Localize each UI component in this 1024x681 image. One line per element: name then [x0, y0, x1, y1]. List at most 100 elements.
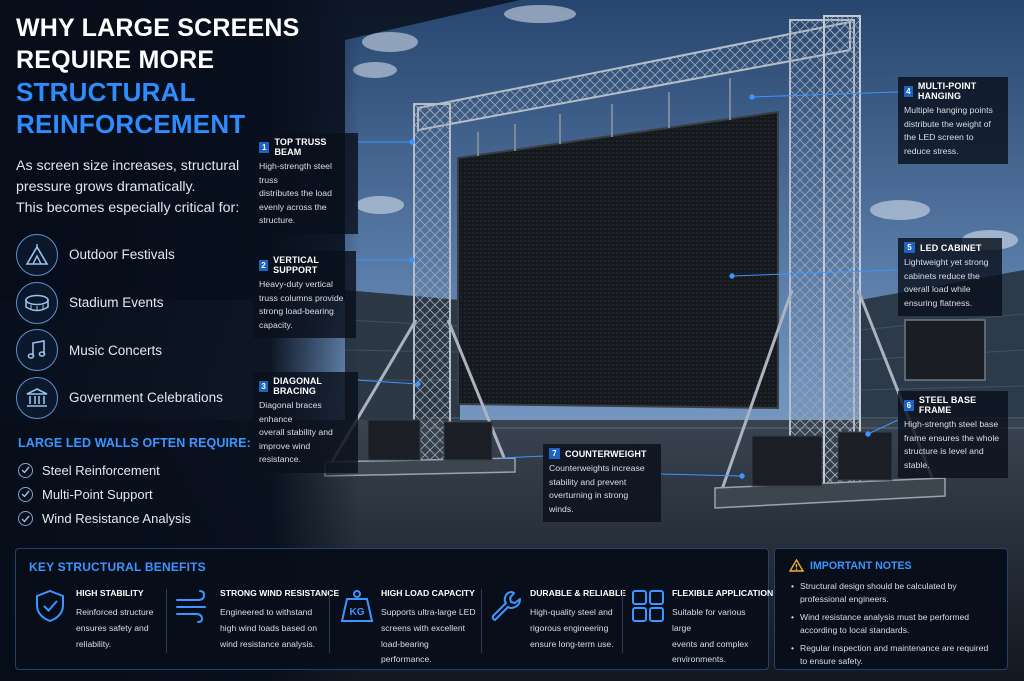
divider [481, 589, 482, 653]
benefit-item: HIGH STABILITY Reinforced structure ensu… [32, 585, 168, 659]
notes-list: Structural design should be calculated b… [791, 580, 1003, 673]
callout-number: 3 [259, 380, 269, 392]
benefit-item: FLEXIBLE APPLICATION Suitable for variou… [630, 585, 773, 664]
callout-title: VERTICAL SUPPORT [273, 255, 319, 275]
benefit-item: KG HIGH LOAD CAPACITY Supports ultra-lar… [339, 585, 479, 664]
callout-title: COUNTERWEIGHT [565, 448, 647, 459]
page-title: WHY LARGE SCREENS REQUIRE MORE STRUCTURA… [16, 12, 346, 140]
callout-text: structure. [259, 215, 296, 226]
checkmark-icon [18, 486, 33, 502]
note-line: Regular inspection and maintenance are r… [800, 643, 989, 653]
benefit-text-line: wind resistance analysis. [220, 638, 316, 649]
weight-kg-icon: KG [340, 590, 374, 622]
notes-heading: IMPORTANT NOTES [789, 559, 912, 572]
benefit-text-line: reliability. [76, 638, 112, 649]
svg-text:KG: KG [350, 607, 365, 618]
benefit-title: HIGH STABILITY [76, 588, 144, 598]
benefit-text: Suitable for various large events and co… [672, 605, 766, 668]
callout-text: frame ensures the whole [904, 432, 1000, 443]
callout-text: Heavy-duty vertical [259, 279, 333, 289]
callout-text: stability and prevent [549, 476, 627, 487]
callout-text: Counterweights increase [549, 463, 645, 473]
callout-title: MULTI-POINT HANGING [917, 81, 977, 101]
callout-text: overall load while [904, 284, 971, 295]
benefit-text-line: ensures safety and [76, 622, 149, 633]
callout-top-truss-beam: 1 TOP TRUSS BEAM High-strength steel trus… [253, 133, 358, 234]
divider [622, 589, 623, 653]
benefit-item: DURABLE & RELIABLE High-quality steel an… [488, 585, 626, 659]
intro-line-2: pressure grows dramatically. [16, 179, 196, 195]
requirement-item: Steel Reinforcement [18, 458, 191, 482]
callout-text: improve wind resistance. [259, 440, 311, 465]
use-case-list: Outdoor Festivals Stadium Events Music C… [16, 231, 346, 422]
callout-number: 1 [259, 141, 270, 153]
callout-text: High-strength steel base [904, 419, 999, 429]
benefit-item: STRONG WIND RESISTANCE Engineered to wit… [174, 585, 339, 659]
callout-text: structure is level and [904, 446, 984, 457]
benefit-text-line: high wind loads based on [220, 622, 317, 633]
note-item: Regular inspection and maintenance are r… [791, 642, 1003, 668]
use-case-label: Outdoor Festivals [69, 247, 175, 263]
checkmark-icon [18, 462, 33, 478]
benefit-title: FLEXIBLE APPLICATION [672, 588, 774, 598]
use-case-label: Government Celebrations [69, 390, 223, 406]
divider [166, 589, 167, 653]
callout-text: truss columns provide [259, 292, 344, 303]
wrench-icon [491, 591, 521, 621]
government-building-icon [16, 376, 58, 419]
title-line-2: REQUIRE MORE [16, 46, 215, 74]
callout-title: DIAGONAL BRACING [273, 376, 322, 396]
title-line-4: REINFORCEMENT [16, 109, 246, 139]
callout-text: Diagonal braces enhance [259, 400, 322, 424]
benefit-text-line: load-bearing performance. [381, 638, 432, 665]
callout-number: 2 [259, 259, 269, 271]
benefit-text-line: environments. [672, 654, 726, 665]
benefits-title: KEY STRUCTURAL BENEFITS [29, 560, 206, 574]
grid-modules-icon [632, 590, 664, 622]
benefit-text: Engineered to withstand high wind loads … [220, 605, 317, 652]
led-screen [457, 110, 779, 410]
benefit-title: HIGH LOAD CAPACITY [381, 588, 475, 598]
benefit-text-line: ensure long-term use. [530, 638, 614, 649]
benefit-text-line: High-quality steel and [530, 607, 613, 617]
callout-text: cabinets reduce the [904, 270, 980, 281]
callout-text: Multiple hanging points [904, 105, 993, 115]
note-line: Structural design should be calculated b… [800, 581, 957, 591]
note-line: professional engineers. [800, 594, 889, 604]
warning-icon [789, 559, 804, 572]
callout-text: ensuring flatness. [904, 297, 973, 308]
benefit-text-line: Suitable for various large [672, 607, 746, 633]
callout-text: overall stability and [259, 427, 333, 438]
callout-title: LED CABINET [920, 242, 982, 253]
callout-title: TOP TRUSS BEAM [274, 137, 327, 157]
callout-number: 6 [904, 399, 914, 411]
key-benefits-panel: KEY STRUCTURAL BENEFITS HIGH STABILITY R… [15, 548, 773, 670]
benefit-title: STRONG WIND RESISTANCE [220, 588, 340, 598]
requirements-list: Steel Reinforcement Multi-Point Support … [18, 458, 191, 531]
benefit-title: DURABLE & RELIABLE [530, 588, 626, 598]
use-case-item: Music Concerts [16, 326, 346, 374]
callout-vertical-support: 2 VERTICAL SUPPORT Heavy-duty vertical tr… [253, 251, 356, 339]
benefit-text-line: screens with excellent [381, 622, 466, 633]
note-item: Wind resistance analysis must be perform… [791, 611, 1003, 637]
intro-line-1: As screen size increases, structural [16, 158, 240, 174]
callout-text: evenly across the [259, 201, 327, 212]
benefit-text-line: events and complex [672, 638, 749, 649]
callout-text: Lightweight yet strong [904, 257, 989, 267]
use-case-item: Government Celebrations [16, 374, 346, 422]
shield-check-icon [36, 589, 64, 623]
use-case-label: Music Concerts [69, 342, 163, 358]
note-line: Wind resistance analysis must be perform… [800, 612, 970, 622]
callout-text: distribute the weight of [904, 118, 991, 129]
intro-line-3: This becomes especially critical for: [16, 200, 240, 216]
title-line-3: STRUCTURAL [16, 77, 196, 107]
festival-tent-icon [16, 233, 58, 276]
benefit-text-line: Engineered to withstand [220, 607, 313, 617]
callout-text: reduce stress. [904, 145, 959, 156]
benefit-text: Supports ultra-large LED screens with ex… [381, 605, 479, 668]
note-item: Structural design should be calculated b… [791, 580, 1003, 606]
callout-text: High-strength steel truss [259, 161, 332, 185]
